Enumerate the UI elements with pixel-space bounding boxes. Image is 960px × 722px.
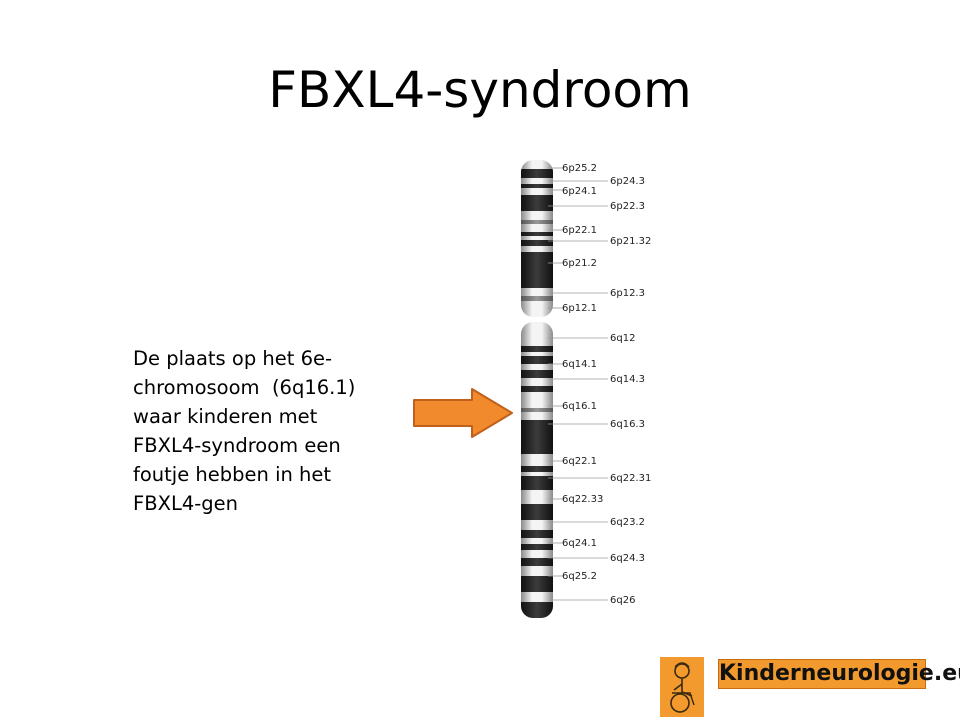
- arrow-shape: [413, 388, 513, 438]
- caption-text: De plaats op het 6e- chromosoom (6q16.1)…: [133, 344, 373, 518]
- band-label: 6p24.1: [562, 186, 597, 197]
- caption-line: De plaats op het 6e-: [133, 347, 333, 370]
- pointer-arrow: [413, 388, 513, 438]
- band-label: 6p12.3: [610, 288, 645, 299]
- caption-line: FBXL4-syndroom een: [133, 434, 341, 457]
- band-label: 6p12.1: [562, 303, 597, 314]
- band-label: 6q22.1: [562, 456, 597, 467]
- band-label: 6p24.3: [610, 176, 645, 187]
- band-label: 6q23.2: [610, 517, 645, 528]
- slide-title: FBXL4-syndroom: [268, 61, 692, 119]
- child-wheelchair-logo-icon: [660, 657, 704, 717]
- p-arm: [521, 160, 553, 317]
- logo-text: Kinderneurologie.eu: [718, 659, 960, 689]
- band-label: 6p25.2: [562, 163, 597, 174]
- band-label: 6q22.33: [562, 494, 603, 505]
- caption-line: chromosoom (6q16.1): [133, 376, 356, 399]
- band-label: 6p22.3: [610, 201, 645, 212]
- band-label: 6p21.32: [610, 236, 651, 247]
- band-label: 6p21.2: [562, 258, 597, 269]
- band-label: 6q12: [610, 333, 635, 344]
- band-label: 6q24.1: [562, 538, 597, 549]
- band-label: 6q22.31: [610, 473, 651, 484]
- band-label: 6q14.1: [562, 359, 597, 370]
- band-label: 6p22.1: [562, 225, 597, 236]
- band-label: 6q25.2: [562, 571, 597, 582]
- band-label: 6q24.3: [610, 553, 645, 564]
- band-label: 6q14.3: [610, 374, 645, 385]
- band-label: 6q16.1: [562, 401, 597, 412]
- caption-line: FBXL4-gen: [133, 492, 238, 515]
- caption-line: waar kinderen met: [133, 405, 318, 428]
- q-arm: [521, 322, 553, 618]
- caption-line: foutje hebben in het: [133, 463, 332, 486]
- kinderneurologie-logo[interactable]: Kinderneurologie.eu: [660, 657, 960, 717]
- band-leader-lines: [548, 167, 608, 601]
- chromosome-6-ideogram: 6p25.2 6p24.3 6p24.1 6p22.3 6p22.1 6p21.…: [521, 160, 651, 618]
- band-label: 6q26: [610, 595, 635, 606]
- band-label: 6q16.3: [610, 419, 645, 430]
